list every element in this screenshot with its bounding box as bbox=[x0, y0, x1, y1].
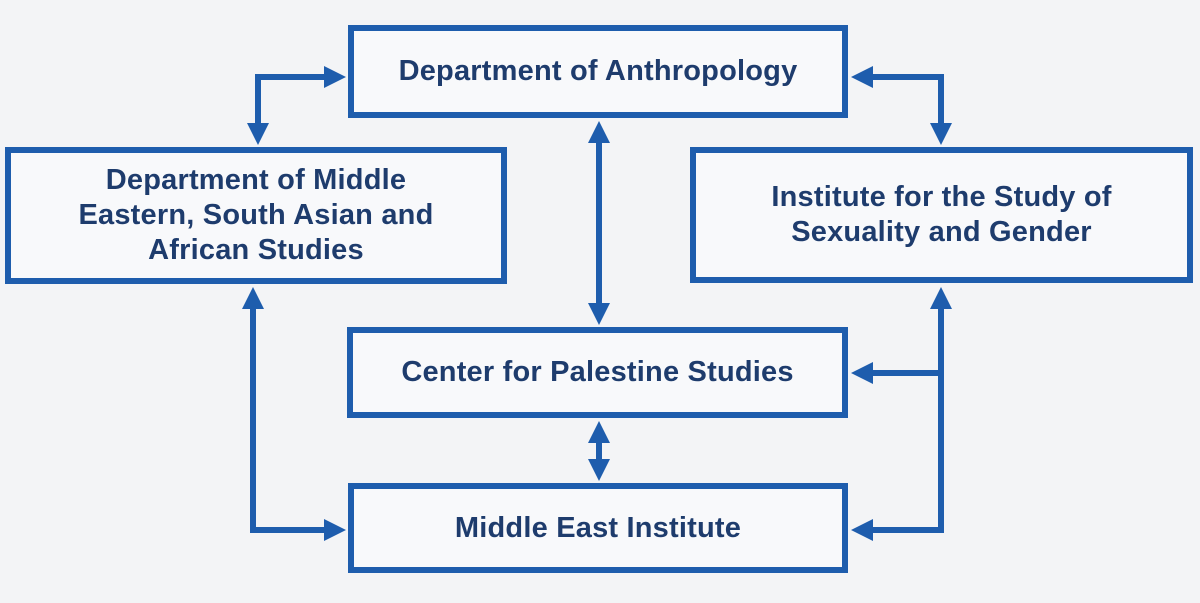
node-label-line: Institute for the Study of bbox=[771, 181, 1112, 214]
node-palestine: Center for Palestine Studies bbox=[347, 327, 848, 418]
arrowhead bbox=[588, 303, 610, 325]
edge-line bbox=[250, 309, 324, 533]
edge-sexuality-gender-anthropology bbox=[851, 66, 952, 145]
arrowhead bbox=[851, 362, 873, 384]
node-label-line: Department of Anthropology bbox=[398, 55, 798, 88]
node-label: Middle East Institute bbox=[455, 511, 741, 546]
arrowhead bbox=[588, 459, 610, 481]
node-middle-east: Middle East Institute bbox=[348, 483, 848, 573]
arrowhead bbox=[588, 421, 610, 443]
arrowhead bbox=[588, 121, 610, 143]
arrowhead bbox=[324, 66, 346, 88]
node-anthropology: Department of Anthropology bbox=[348, 25, 848, 118]
arrowhead bbox=[930, 123, 952, 145]
edge-line bbox=[873, 74, 944, 123]
arrowhead bbox=[851, 66, 873, 88]
node-label-line: Center for Palestine Studies bbox=[401, 356, 794, 389]
arrowhead bbox=[324, 519, 346, 541]
edge-mesaas-anthropology bbox=[247, 66, 346, 145]
edge-anthropology-palestine bbox=[588, 121, 610, 325]
node-label: Department of Anthropology bbox=[399, 54, 798, 89]
node-label-line: Eastern, South Asian and bbox=[78, 199, 434, 232]
edge-middle-east-sexuality-gender bbox=[851, 287, 952, 541]
node-label-line: Middle East Institute bbox=[454, 511, 742, 544]
node-label: Center for Palestine Studies bbox=[401, 355, 793, 390]
edge-line bbox=[255, 74, 324, 123]
node-label-line: African Studies bbox=[148, 233, 364, 266]
edge-middle-east-mesaas bbox=[242, 287, 346, 541]
edge-junction-palestine bbox=[851, 362, 941, 384]
arrowhead bbox=[851, 519, 873, 541]
edge-palestine-middle-east bbox=[588, 421, 610, 481]
node-label-line: Department of Middle bbox=[105, 164, 407, 197]
arrowhead bbox=[242, 287, 264, 309]
arrowhead bbox=[247, 123, 269, 145]
node-label-line: Sexuality and Gender bbox=[791, 216, 1092, 248]
edge-line bbox=[873, 309, 944, 533]
arrowhead bbox=[930, 287, 952, 309]
